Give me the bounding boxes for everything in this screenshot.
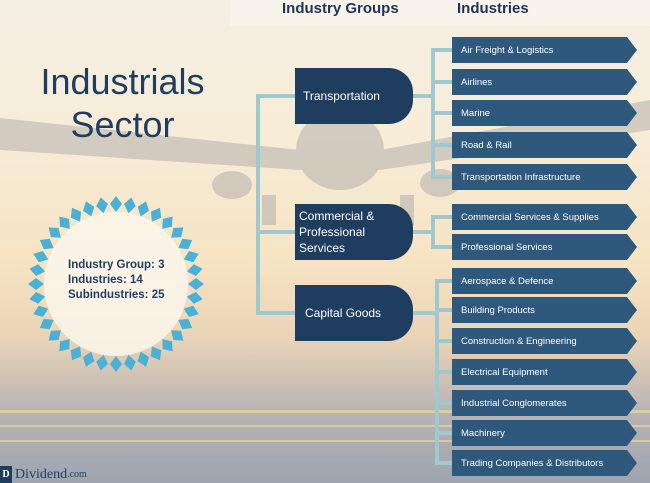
badge-diamond: [59, 339, 70, 352]
group-label: Transportation: [303, 89, 380, 103]
stats-badge: [28, 196, 204, 372]
badge-diamond: [186, 291, 203, 304]
industry-item: Trading Companies & Distributors: [452, 450, 637, 476]
group-label: Capital Goods: [305, 306, 382, 320]
badge-diamond: [83, 201, 95, 217]
badge-diamond: [39, 318, 54, 330]
badge-diamond: [137, 201, 149, 217]
badge-diamond: [83, 351, 95, 367]
group-commercial-professional: Commercial & Professional Services: [295, 204, 413, 260]
industry-item: Transportation Infrastructure: [452, 164, 637, 190]
industry-item: Air Freight & Logistics: [452, 37, 637, 63]
badge-diamond: [186, 264, 203, 277]
logo-letter: D: [2, 469, 10, 480]
badge-diamond: [70, 346, 82, 361]
logo: D Dividend .com: [0, 466, 87, 483]
industry-item: Electrical Equipment: [452, 359, 637, 385]
badge-diamond: [162, 216, 173, 229]
badge-diamond: [96, 354, 109, 371]
industry-item: Professional Services: [452, 234, 637, 260]
badge-diamond: [123, 197, 136, 214]
industry-item: Commercial Services & Supplies: [452, 204, 637, 230]
badge-diamond: [33, 305, 49, 317]
badge-diamond: [178, 318, 193, 330]
industry-item: Aerospace & Defence: [452, 268, 637, 294]
badge-diamond: [171, 330, 184, 341]
badge-diamond: [150, 346, 162, 361]
page-title: Industrials Sector: [20, 60, 225, 146]
connector-lines: [256, 48, 452, 465]
runway-lights: [0, 410, 650, 442]
industry-item: Building Products: [452, 297, 637, 323]
badge-diamond: [70, 207, 82, 222]
badge-diamond: [123, 354, 136, 371]
badge-diamond: [178, 238, 193, 250]
header-industries: Industries: [457, 0, 529, 17]
badge-diamond: [29, 291, 46, 304]
title-line-1: Industrials: [40, 61, 205, 102]
badge-diamond: [33, 251, 49, 263]
header-band: [230, 0, 650, 26]
group-transportation: Transportation: [295, 68, 413, 124]
badge-diamond: [39, 238, 54, 250]
badge-diamond: [48, 330, 61, 341]
stat-industries: Industries: 14: [68, 274, 143, 286]
badge-diamond: [110, 356, 122, 372]
industry-item: Machinery: [452, 420, 637, 446]
badge-diamond: [150, 207, 162, 222]
industry-item: Industrial Conglomerates: [452, 390, 637, 416]
industry-item: Road & Rail: [452, 132, 637, 158]
logo-name: Dividend: [15, 466, 68, 482]
badge-diamond: [183, 305, 199, 317]
badge-diamond: [110, 196, 122, 212]
badge-diamond: [162, 339, 173, 352]
group-capital-goods: Capital Goods: [295, 285, 413, 341]
title-line-2: Sector: [70, 104, 175, 145]
stat-subindustries: Subindustries: 25: [68, 289, 165, 301]
badge-diamond: [59, 216, 70, 229]
industry-item: Airlines: [452, 69, 637, 95]
badge-diamond: [96, 197, 109, 214]
badge-diamond: [183, 250, 199, 263]
stat-industry-group: Industry Group: 3: [68, 259, 165, 271]
badge-diamond: [29, 264, 46, 277]
badge-diamond: [28, 278, 44, 290]
industry-item: Marine: [452, 100, 637, 126]
logo-mark: [0, 466, 12, 483]
stats-text: Industry Group: 3 Industries: 14 Subindu…: [68, 258, 165, 303]
badge-fill: [44, 212, 188, 356]
badge-diamond: [48, 227, 61, 238]
group-label: Commercial & Professional Services: [299, 209, 375, 255]
logo-suffix: .com: [67, 469, 87, 480]
badge-diamond: [171, 227, 184, 238]
industry-item: Construction & Engineering: [452, 328, 637, 354]
badge-diamond: [137, 351, 149, 367]
header-industry-groups: Industry Groups: [282, 0, 399, 17]
badge-diamond: [188, 278, 204, 290]
